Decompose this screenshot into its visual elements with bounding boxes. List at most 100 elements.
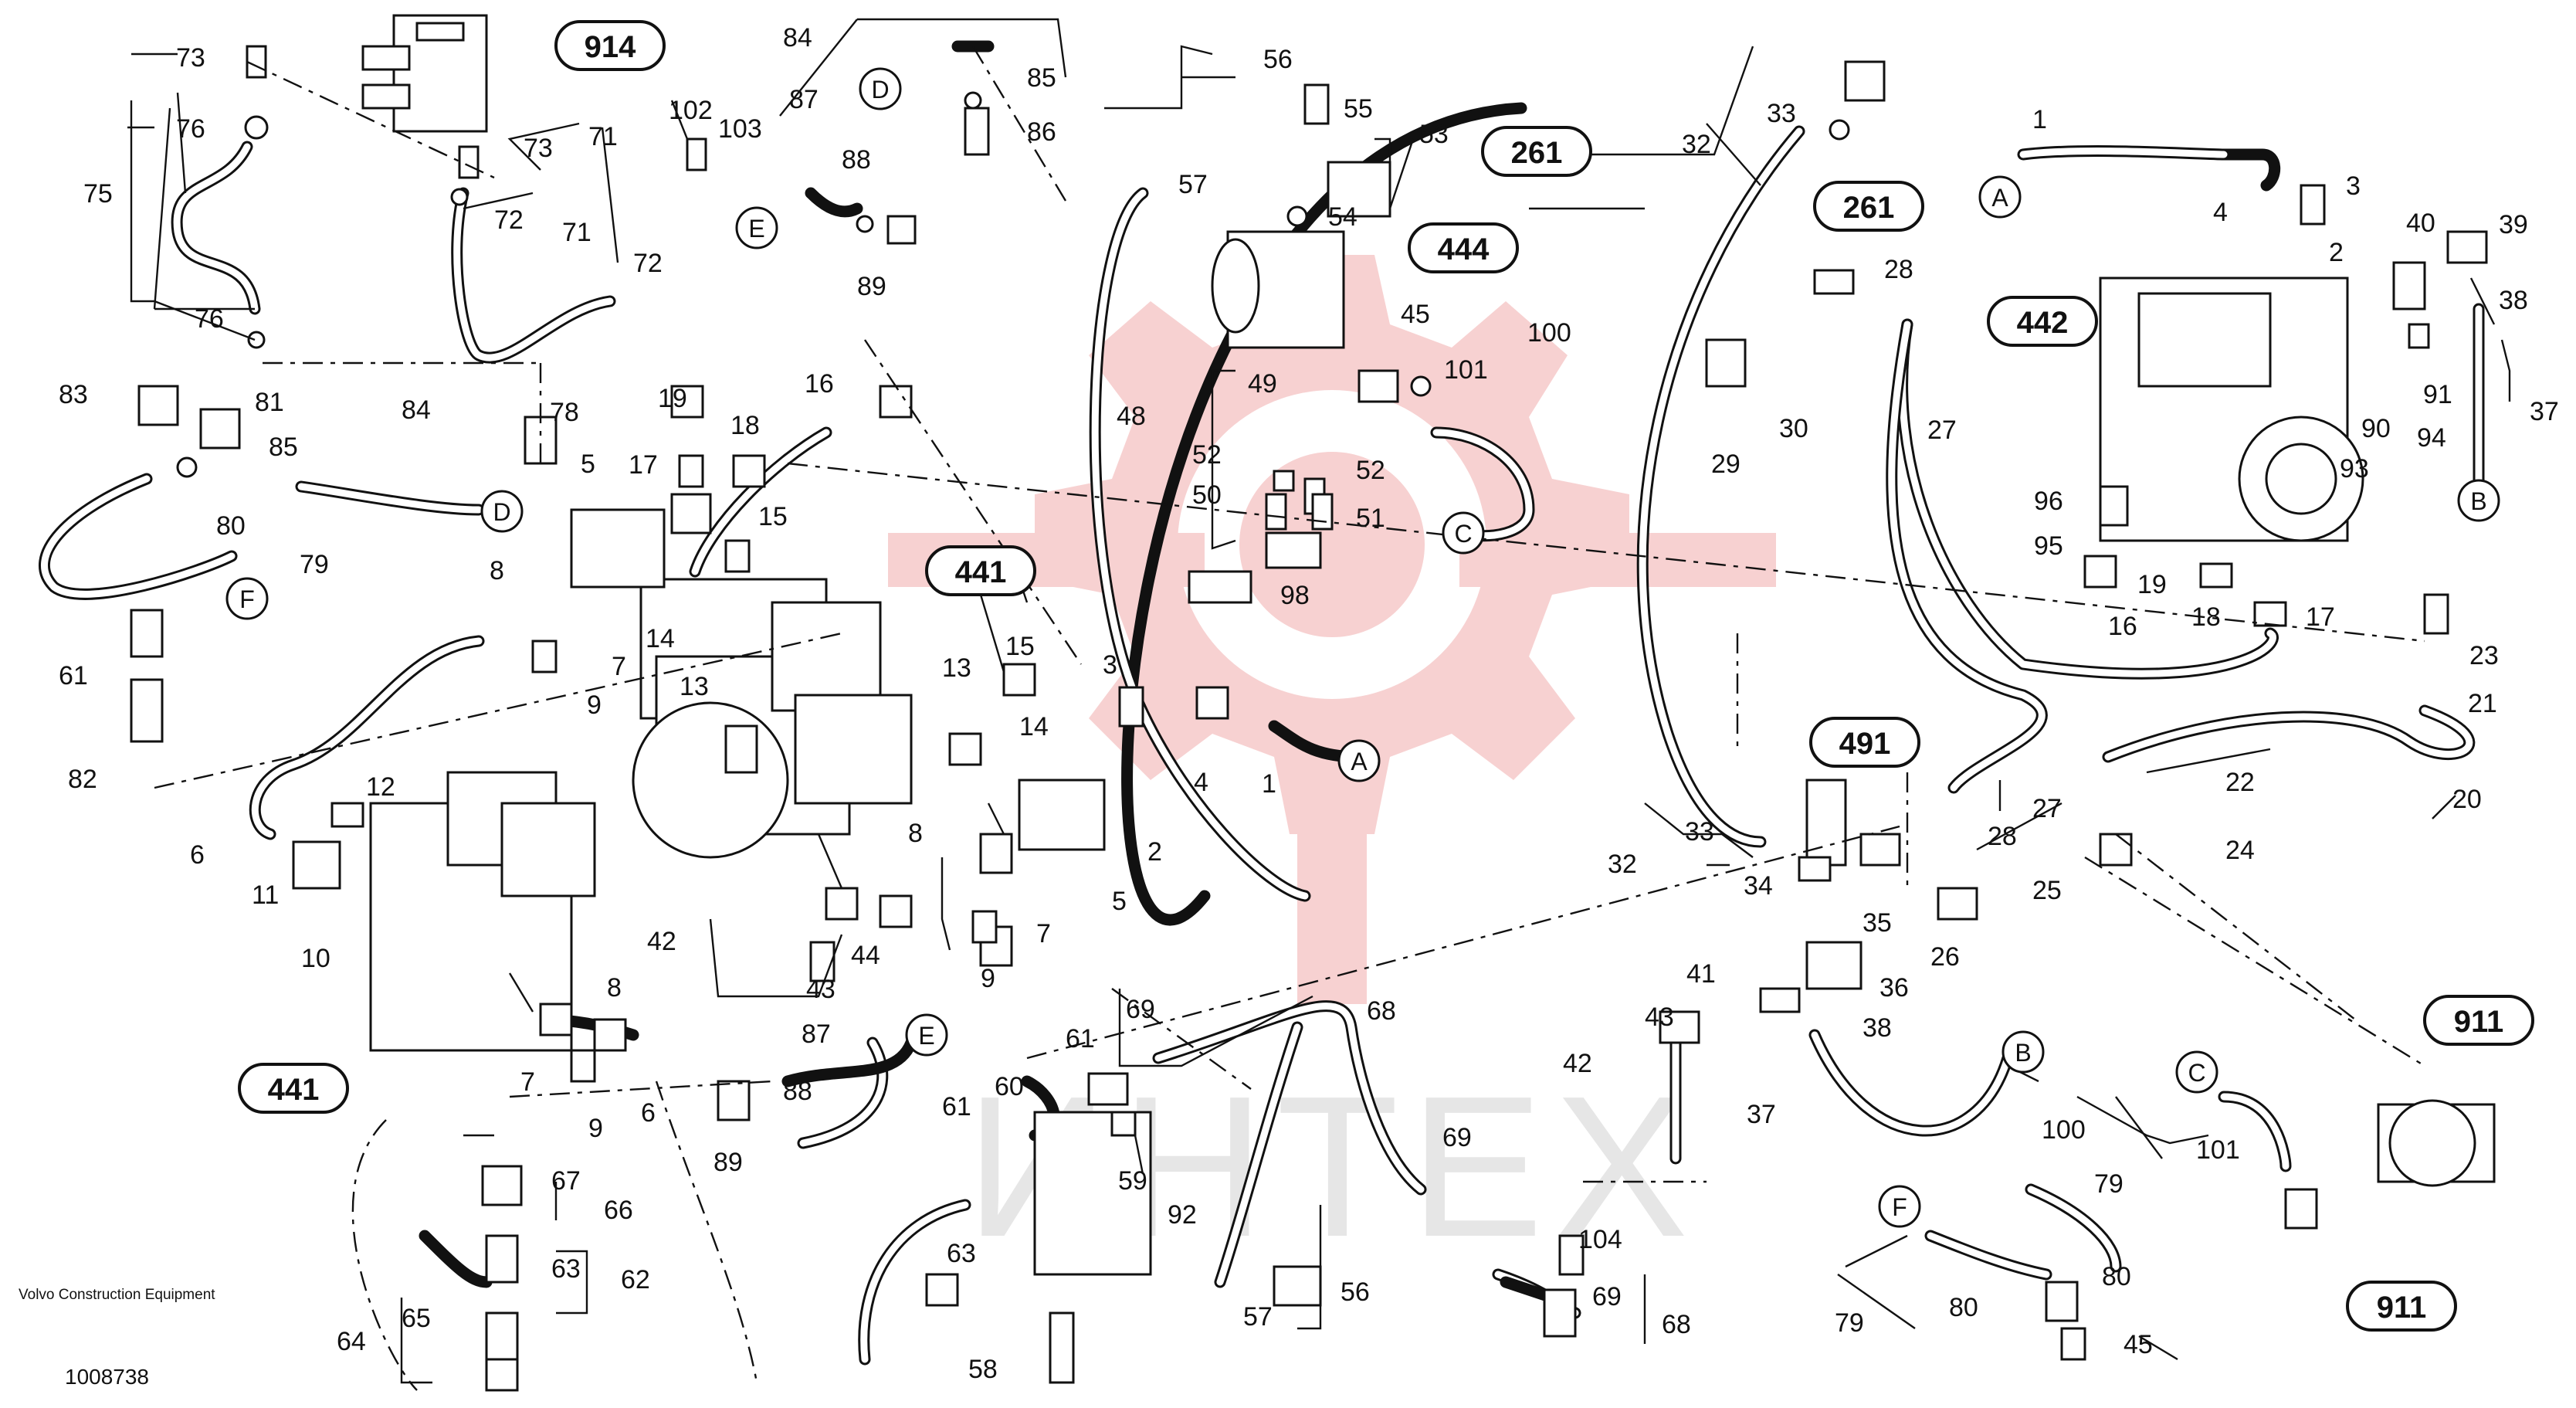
- svg-text:C: C: [1454, 520, 1472, 548]
- part-number: 84: [783, 23, 812, 53]
- part-number: 79: [300, 550, 329, 579]
- part-number: 56: [1263, 45, 1293, 74]
- part-number: 75: [83, 179, 113, 209]
- part-number: 17: [2306, 602, 2335, 632]
- part-number: 66: [604, 1196, 633, 1225]
- ref-444: 444: [1408, 222, 1519, 273]
- part-number: 69: [1592, 1282, 1622, 1311]
- part-number: 81: [255, 388, 284, 417]
- part-number: 86: [1027, 117, 1056, 147]
- part-number: 15: [1005, 632, 1035, 661]
- part-number: 48: [1117, 402, 1146, 431]
- part-number: 16: [2108, 612, 2137, 641]
- part-number: 60: [995, 1072, 1024, 1101]
- svg-text:F: F: [239, 585, 255, 613]
- part-number: 79: [1835, 1308, 1864, 1338]
- part-number: 42: [1563, 1049, 1592, 1078]
- part-number: 10: [301, 944, 330, 973]
- ref-911-top: 911: [2423, 995, 2534, 1046]
- part-number: 35: [1863, 908, 1892, 938]
- svg-text:B: B: [2015, 1039, 2031, 1067]
- part-number: 27: [2032, 794, 2062, 823]
- part-number: 73: [176, 43, 205, 73]
- svg-text:D: D: [871, 76, 889, 103]
- part-number: 36: [1879, 973, 1909, 1003]
- part-number: 80: [216, 511, 246, 541]
- part-number: 43: [806, 975, 836, 1004]
- part-number: 5: [1112, 887, 1127, 916]
- part-number: 88: [783, 1077, 812, 1106]
- part-number: 63: [551, 1254, 581, 1284]
- ref-441-bottom: 441: [238, 1063, 349, 1114]
- part-number: 80: [2102, 1262, 2131, 1291]
- part-number: 19: [2137, 570, 2167, 599]
- part-number: 78: [550, 398, 579, 427]
- part-number: 2: [2329, 238, 2344, 267]
- part-number: 52: [1356, 456, 1385, 485]
- callout-b-right: B: [2457, 479, 2500, 522]
- part-number: 14: [1019, 712, 1049, 741]
- callout-d-top: D: [859, 67, 902, 110]
- part-number: 61: [1066, 1024, 1095, 1053]
- svg-text:C: C: [2188, 1059, 2205, 1087]
- part-number: 7: [1036, 919, 1051, 948]
- part-number: 9: [588, 1114, 603, 1143]
- callout-d-left: D: [480, 490, 524, 533]
- svg-text:444: 444: [1438, 232, 1490, 266]
- part-number: 57: [1178, 170, 1208, 199]
- callout-c-mid: C: [1442, 511, 1485, 555]
- leader-lines: [127, 18, 2511, 1391]
- part-number: 61: [942, 1092, 971, 1121]
- part-number: 61: [59, 661, 88, 690]
- part-number: 37: [2530, 397, 2559, 426]
- svg-text:E: E: [918, 1022, 934, 1050]
- part-number: 54: [1328, 202, 1357, 232]
- ref-911-bottom: 911: [2346, 1281, 2457, 1332]
- part-number: 1: [2032, 105, 2047, 134]
- part-number: 76: [195, 304, 224, 334]
- part-number: 40: [2406, 209, 2435, 238]
- part-number: 71: [588, 122, 618, 151]
- part-number: 4: [1194, 768, 1208, 797]
- part-number: 92: [1168, 1200, 1197, 1230]
- part-number: 87: [789, 85, 819, 114]
- part-number: 13: [680, 672, 709, 701]
- part-number: 6: [641, 1098, 656, 1128]
- callout-f-bottom: F: [1878, 1185, 1921, 1228]
- part-number: 84: [402, 395, 431, 425]
- part-number: 104: [1578, 1225, 1622, 1254]
- footer: Volvo Construction Equipment 1008738: [19, 1287, 215, 1389]
- part-number: 11: [252, 880, 279, 910]
- part-number: 8: [490, 556, 504, 585]
- part-number: 20: [2452, 785, 2482, 814]
- part-number: 65: [402, 1304, 431, 1333]
- svg-text:A: A: [1991, 184, 2008, 212]
- part-number: 53: [1419, 120, 1449, 149]
- part-number: 67: [551, 1166, 581, 1196]
- part-number: 101: [1444, 355, 1488, 385]
- part-number: 57: [1243, 1302, 1273, 1332]
- ref-261-right: 261: [1813, 181, 1924, 232]
- fittings: [130, 45, 2488, 1392]
- part-number: 21: [2468, 689, 2497, 718]
- part-number: 50: [1192, 480, 1222, 510]
- part-number: 1: [1262, 769, 1276, 799]
- part-number: 33: [1685, 817, 1714, 846]
- ref-441-top: 441: [925, 545, 1036, 596]
- part-number: 18: [2191, 602, 2221, 632]
- part-number: 13: [942, 653, 971, 683]
- part-number: 5: [581, 450, 595, 479]
- part-number: 32: [1608, 850, 1637, 879]
- part-number: 95: [2034, 531, 2063, 561]
- part-number: 3: [2346, 171, 2361, 201]
- part-number: 55: [1344, 94, 1373, 124]
- part-number: 15: [758, 502, 788, 531]
- part-number: 94: [2417, 423, 2446, 453]
- part-number: 34: [1744, 871, 1773, 901]
- part-number: 22: [2225, 768, 2255, 797]
- callout-f-left: F: [225, 577, 269, 620]
- part-numbers: 73 76 75 76 73 72 72 71 71 102 103 84 87…: [59, 23, 2559, 1384]
- part-number: 6: [190, 840, 205, 870]
- svg-text:911: 911: [2454, 1005, 2504, 1039]
